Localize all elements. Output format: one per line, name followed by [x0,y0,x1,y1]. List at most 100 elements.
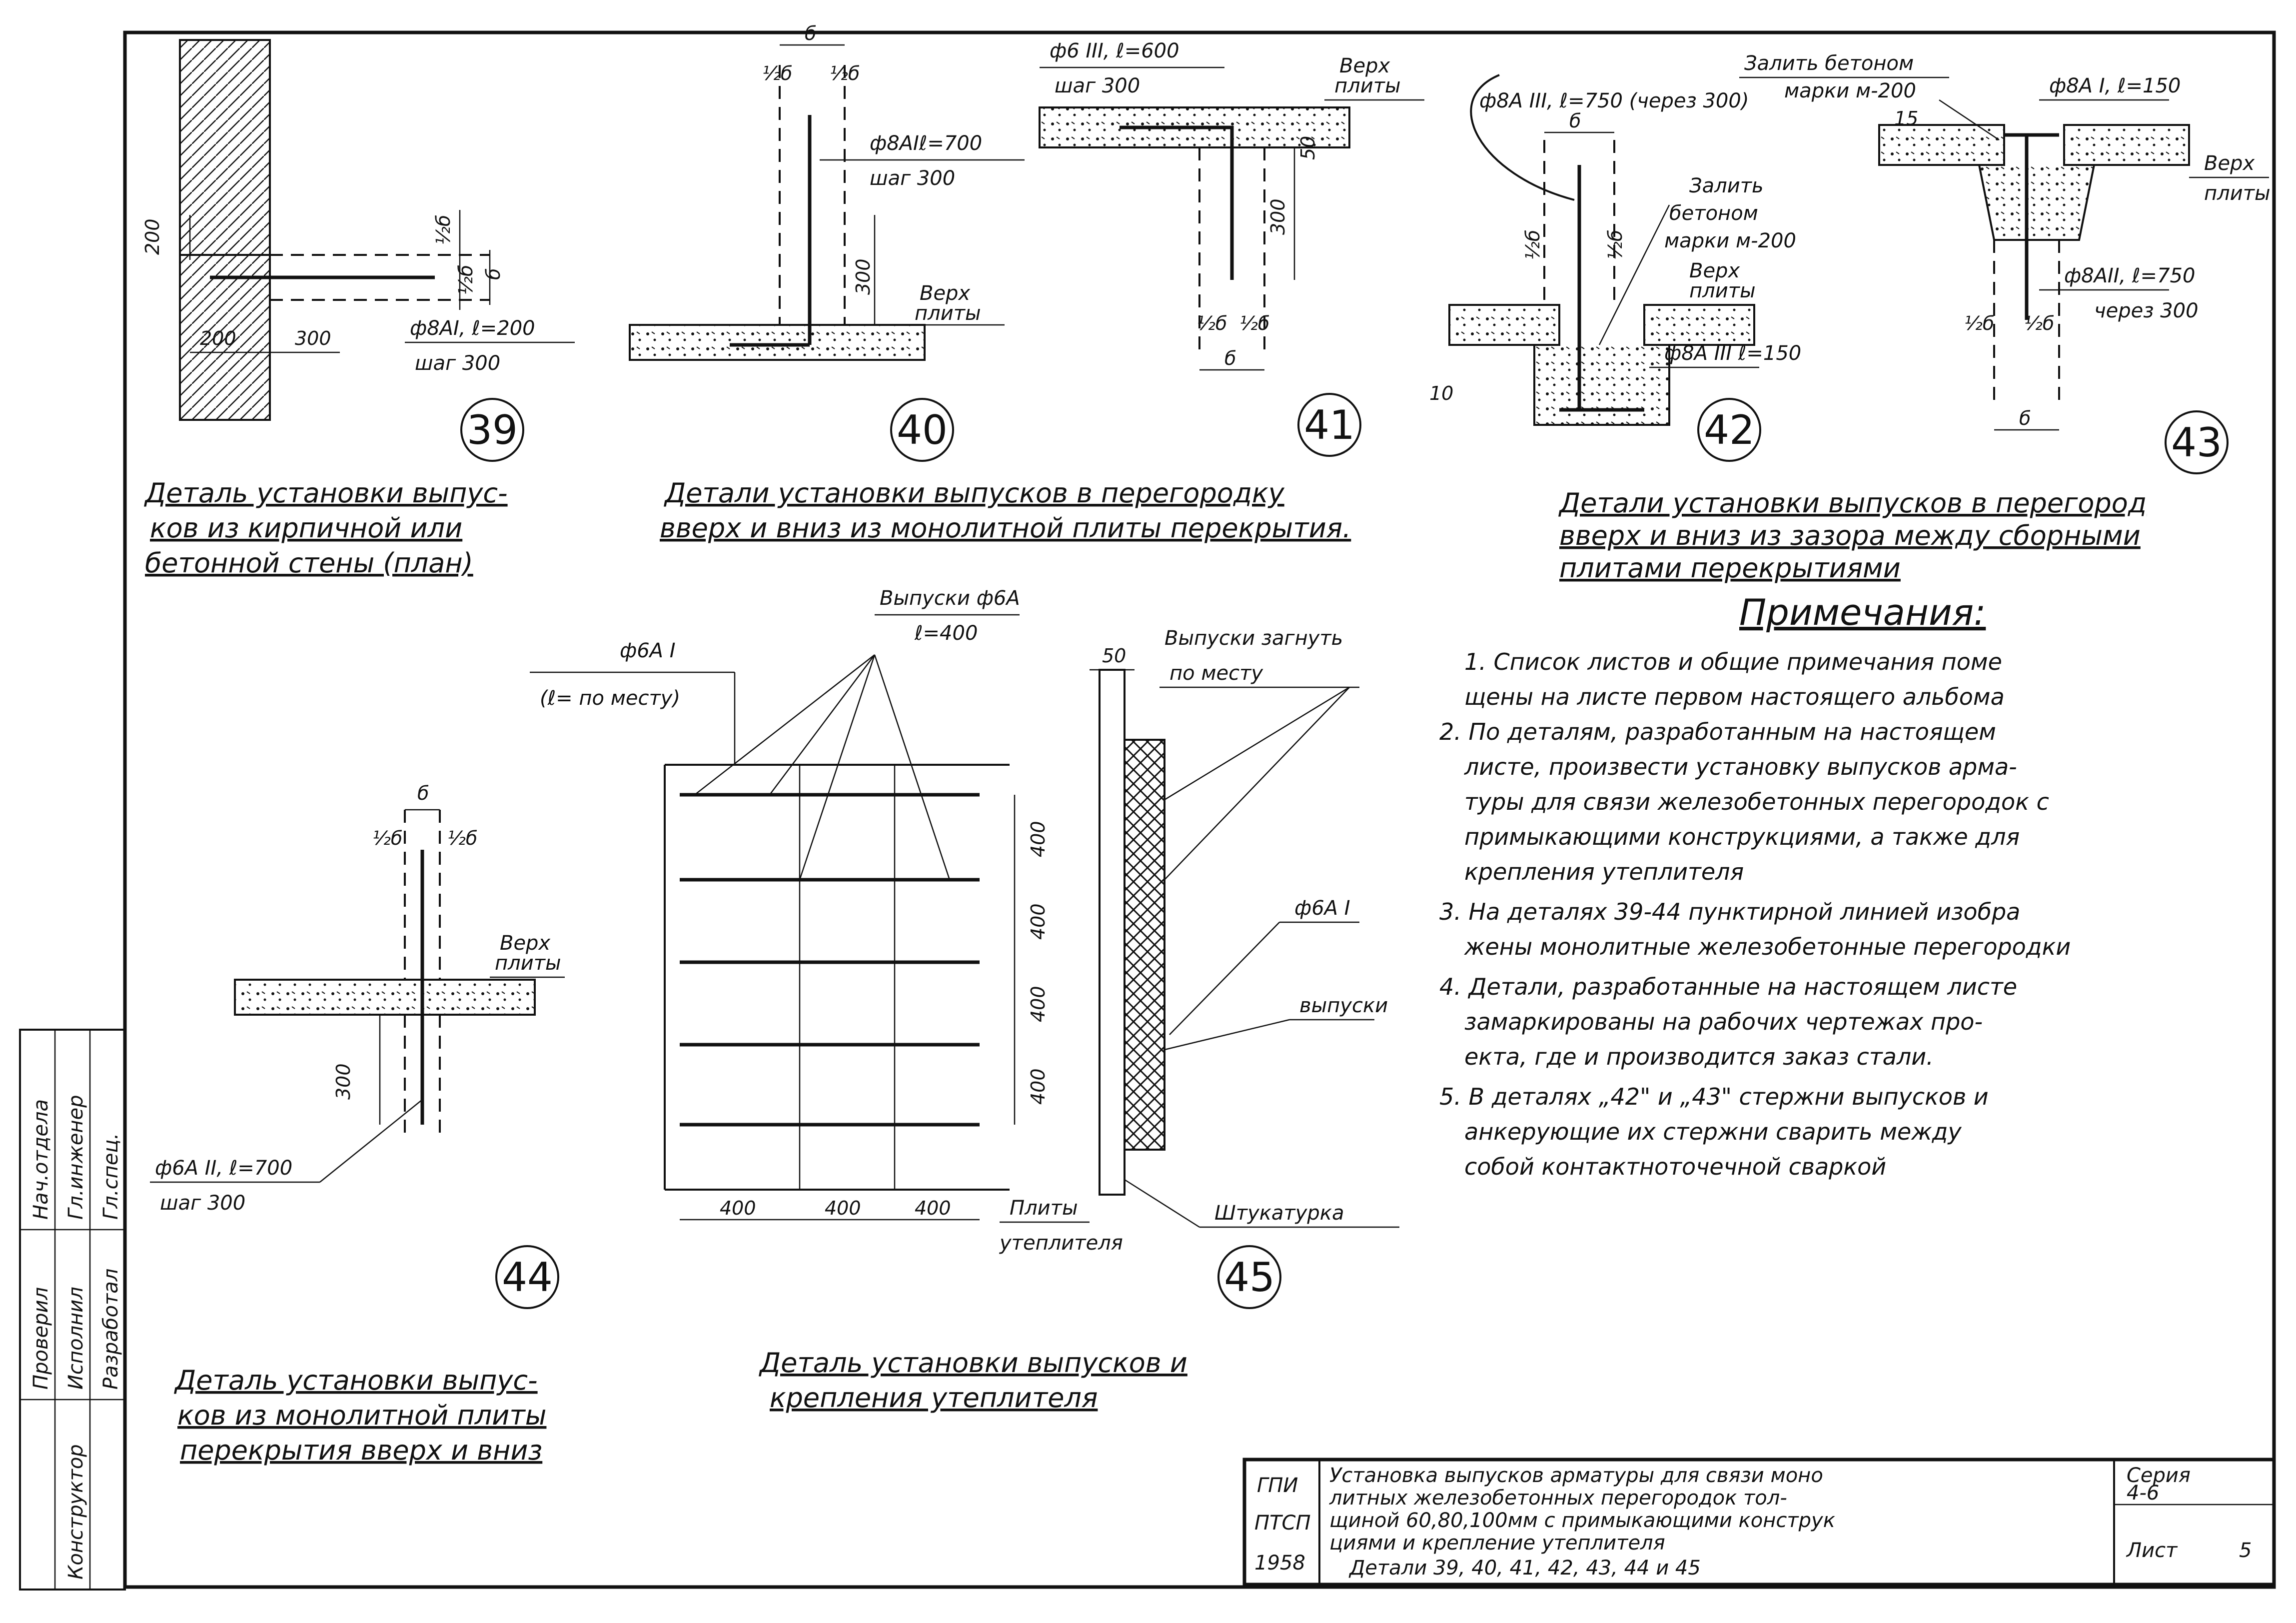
side-stamp-2: Гл.спец. [99,1133,122,1220]
detail-41: ф6 III, ℓ=600 шаг 300 Верх плиты 50 300 … [660,39,1424,544]
d45-hdim-0: 400 [720,1197,756,1219]
d42-slab-left [1448,304,1560,346]
d42-joint [1533,345,1670,426]
title-block: ГПИ ПТСП 1958 Установка выпусков арматур… [1242,1458,2276,1587]
d43-half-r: ½б [2024,312,2054,334]
detail-39-title-2: бетонной стены (план) [145,547,473,579]
detail-39-badge [460,398,524,462]
d44-rebar: ф6А II, ℓ=700 [155,1157,292,1180]
note-line-0: 1. Список листов и общие примечания поме [1464,648,2002,675]
stamp-title-2: щиной 60,80,100мм с примыкающими констру… [1329,1509,1835,1532]
note-line-13: анкерующие их стержни сварить между [1464,1118,1962,1145]
d44-b: б [417,782,429,804]
note-line-3: листе, произвести установку выпусков арм… [1464,753,2017,780]
stamp-org-1: ПТСП [1254,1512,1311,1535]
d40-half-l: ½б [762,62,792,84]
d39-dim-300: 300 [295,327,331,349]
d42-fill-1: Залить [1689,174,1764,197]
d45-bent-2: по месту [1169,662,1263,685]
detail-45: Выпуски ф6А ℓ=400 ф6А I (ℓ= по месту) 40… [530,587,1399,1414]
d42-fill-2: бетоном [1669,202,1758,225]
d42-slab-right [1643,304,1755,346]
detail-40-number: 40 [897,407,948,453]
d44-slab [234,979,536,1016]
d45-insul-2: утеплителя [999,1232,1123,1255]
d45-dim-3: 400 [1027,1068,1049,1105]
detail-41-number: 41 [1304,402,1355,448]
side-stamp: Нач.отдела Гл.инженер Гл.спец. Проверил … [19,1029,126,1591]
stamp-title-1: литных железобетонных перегородок тол- [1329,1487,1787,1510]
d42-top: Верх [1689,259,1740,282]
d45-hdim-1: 400 [825,1197,861,1219]
d45-outlets-r: выпуски [1299,994,1388,1017]
d45-dim-50: 50 [1102,645,1126,667]
stamp-org-0: ГПИ [1257,1474,1298,1497]
d45-wall-section [1099,669,1126,1196]
d45-dim-2: 400 [1027,986,1049,1022]
d41-dim-300: 300 [1267,198,1289,235]
d40-half-r: ½б [830,62,860,84]
detail-40: б ½б ½б ф8АIℓ=700 шаг 300 300 Верх плиты [629,22,1025,361]
d44-dim-300: 300 [332,1063,354,1100]
d41-half-r: ½б [1239,312,1269,334]
detail-41-badge [1297,393,1361,457]
side-stamp-4: Исполнил [64,1287,87,1390]
d45-dim-0: 400 [1027,821,1049,857]
d41-slab-label: плиты [1334,74,1401,97]
d39-rebar: ф8АI, ℓ=200 [410,317,535,340]
detail-45-badge [1217,1245,1281,1309]
stamp-org-2: 1958 [1254,1552,1305,1575]
d41-b: б [1224,347,1236,369]
detail-42-number: 42 [1704,407,1755,453]
d39-b: б [482,268,504,280]
stamp-title-4: Детали 39, 40, 41, 42, 43, 44 и 45 [1348,1557,1701,1580]
note-line-6: крепления утеплителя [1464,858,1744,885]
note-line-10: замаркированы на рабочих чертежах про- [1464,1008,1983,1035]
d39-step: шаг 300 [415,352,500,375]
d41-rebar: ф6 III, ℓ=600 [1050,39,1179,62]
d41-dim-50: 50 [1297,136,1319,160]
d43-half-l: ½б [1964,312,1994,334]
side-stamp-3: Проверил [29,1287,52,1390]
d39-dim-200b: 200 [200,327,236,349]
detail-43-badge [2165,410,2229,474]
d40-b: б [805,22,816,44]
note-line-2: 2. По деталям, разработанным на настояще… [1439,718,1996,745]
detail-41-title-1: вверх и вниз из монолитной плиты перекры… [660,512,1351,544]
stamp-sheet-value: 5 [2239,1539,2252,1562]
note-line-5: примыкающими конструкциями, а также для [1464,823,2020,850]
d41-top: Верх [1339,54,1390,77]
detail-43-number: 43 [2171,419,2222,466]
d42-dim-10: 10 [1429,382,1453,404]
detail-42: ф8А III, ℓ=750 (через 300) б ½б ½б Залит… [1429,74,1801,462]
d40-step: шаг 300 [870,167,955,190]
d42-rebar: ф8А III, ℓ=750 (через 300) [1479,89,1749,112]
sheet-border [123,30,2276,1589]
d45-rebar: ф6А I [620,639,676,662]
d43-top: Верх [2204,152,2255,175]
d42-b: б [1569,110,1581,132]
d43-slab-left [1878,124,2005,166]
d45-insulation [1124,739,1165,1151]
detail-39: 200 200 300 ½б ½б б ф8АI, ℓ=200 шаг 300 … [141,39,575,579]
d45-dim-1: 400 [1027,903,1049,940]
d45-hdim-2: 400 [915,1197,951,1219]
detail-44: б ½б ½б Верх плиты 300 ф6А II, ℓ=700 шаг… [150,782,565,1466]
d43-rebar2: ф8АII, ℓ=750 [2064,264,2195,287]
detail-42-badge [1697,398,1761,462]
detail-43: Залить бетоном марки м-200 ф8А I, ℓ=150 … [1558,52,2271,584]
d39-dim-200: 200 [141,218,163,255]
note-line-1: щены на листе первом настоящего альбома [1464,683,2005,710]
d43-slab-label: плиты [2204,182,2271,205]
d39-half-b1: ½б [432,215,454,245]
d43-fill-2: марки м-200 [1784,79,1916,102]
d45-bent: Выпуски загнуть [1164,627,1343,650]
d43-rebar: ф8А I, ℓ=150 [2049,74,2181,97]
note-line-4: туры для связи железобетонных перегородо… [1464,788,2049,815]
notes-heading: Примечания: [1739,591,1986,633]
stamp-series-label: Серия [2127,1464,2191,1487]
notes-block: Примечания: 1. Список листов и общие при… [1439,591,2071,1180]
detail-39-title-1: ков из кирпичной или [150,512,462,544]
detail-39-title-0: Деталь установки выпус- [144,477,508,509]
